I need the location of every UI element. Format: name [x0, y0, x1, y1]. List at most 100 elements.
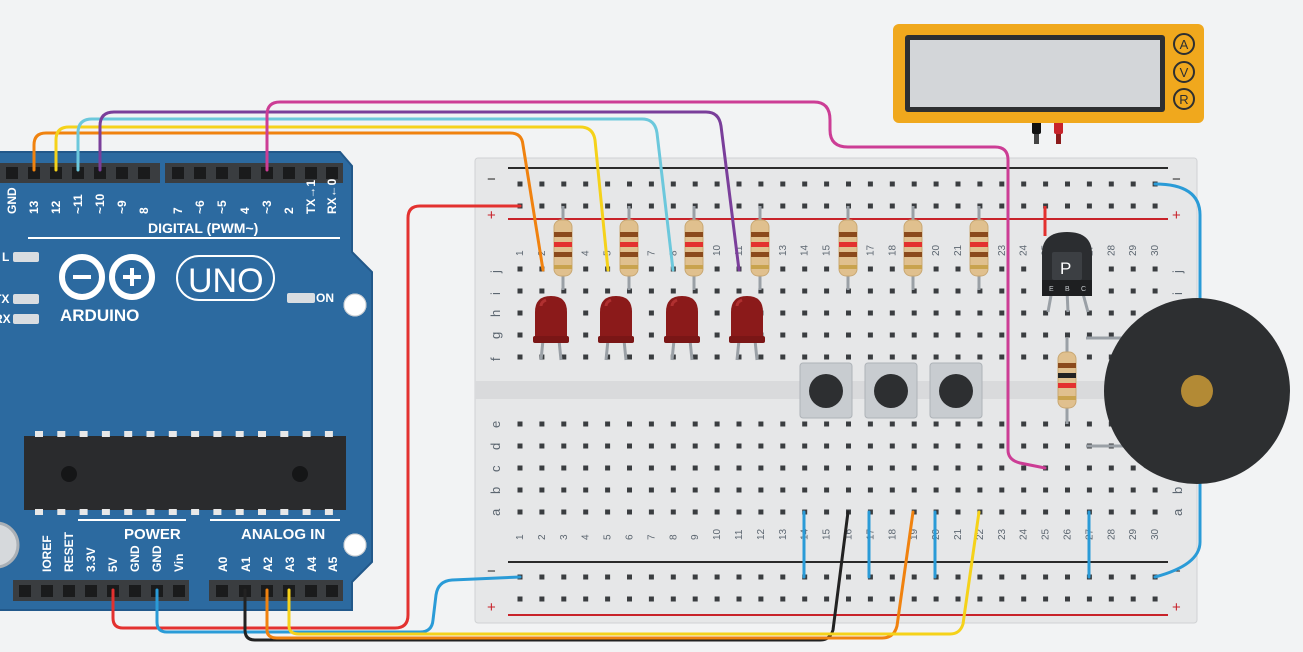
- digital-pin-hole[interactable]: [305, 167, 317, 179]
- breadboard-hole[interactable]: [867, 288, 873, 294]
- breadboard-hole[interactable]: [539, 465, 545, 471]
- rail-hole[interactable]: [670, 181, 676, 187]
- breadboard-hole[interactable]: [933, 332, 939, 338]
- breadboard-hole[interactable]: [561, 421, 567, 427]
- breadboard-hole[interactable]: [1021, 509, 1027, 515]
- digital-pin-hole[interactable]: [239, 167, 251, 179]
- breadboard-hole[interactable]: [846, 421, 851, 427]
- breadboard-hole[interactable]: [1152, 266, 1158, 272]
- breadboard-hole[interactable]: [692, 443, 698, 449]
- breadboard-hole[interactable]: [999, 332, 1005, 338]
- breadboard-hole[interactable]: [670, 288, 676, 294]
- breadboard-hole[interactable]: [933, 487, 939, 493]
- digital-pin-hole[interactable]: [50, 167, 62, 179]
- breadboard-hole[interactable]: [648, 288, 654, 294]
- breadboard-hole[interactable]: [977, 487, 983, 493]
- breadboard-hole[interactable]: [1086, 354, 1092, 360]
- breadboard-hole[interactable]: [1108, 332, 1114, 338]
- breadboard-hole[interactable]: [780, 509, 786, 515]
- rail-hole[interactable]: [605, 596, 611, 602]
- breadboard-hole[interactable]: [824, 310, 830, 316]
- breadboard-hole[interactable]: [648, 332, 654, 338]
- rail-hole[interactable]: [1043, 181, 1049, 187]
- rail-hole[interactable]: [736, 574, 742, 580]
- breadboard-hole[interactable]: [1021, 288, 1027, 294]
- rail-hole[interactable]: [955, 574, 961, 580]
- resistor[interactable]: [684, 206, 704, 290]
- breadboard-hole[interactable]: [714, 288, 720, 294]
- breadboard-hole[interactable]: [1065, 487, 1070, 493]
- breadboard-hole[interactable]: [867, 310, 873, 316]
- wire-pin12-yellow[interactable]: [54, 125, 610, 272]
- rail-hole[interactable]: [933, 596, 939, 602]
- red-led[interactable]: [664, 296, 700, 361]
- breadboard-hole[interactable]: [758, 509, 764, 515]
- rail-hole[interactable]: [1065, 574, 1070, 580]
- breadboard-hole[interactable]: [583, 310, 589, 316]
- breadboard-hole[interactable]: [824, 354, 830, 360]
- breadboard-hole[interactable]: [780, 354, 786, 360]
- rail-hole[interactable]: [867, 181, 873, 187]
- breadboard-hole[interactable]: [714, 443, 720, 449]
- rail-hole[interactable]: [1152, 203, 1158, 209]
- breadboard-hole[interactable]: [539, 509, 545, 515]
- rail-hole[interactable]: [670, 203, 676, 209]
- digital-pin-hole[interactable]: [326, 167, 338, 179]
- breadboard-hole[interactable]: [955, 332, 961, 338]
- breadboard-hole[interactable]: [605, 288, 611, 294]
- rail-hole[interactable]: [736, 181, 742, 187]
- breadboard-hole[interactable]: [1130, 465, 1136, 471]
- breadboard-hole[interactable]: [605, 487, 611, 493]
- rail-hole[interactable]: [846, 574, 851, 580]
- breadboard-hole[interactable]: [648, 487, 654, 493]
- multimeter-mode-button[interactable]: R: [1173, 88, 1195, 110]
- breadboard-hole[interactable]: [911, 310, 917, 316]
- breadboard-hole[interactable]: [911, 332, 917, 338]
- breadboard-hole[interactable]: [648, 443, 654, 449]
- breadboard-hole[interactable]: [1065, 465, 1070, 471]
- breadboard-hole[interactable]: [1152, 509, 1158, 515]
- breadboard-hole[interactable]: [605, 421, 611, 427]
- breadboard-hole[interactable]: [955, 443, 961, 449]
- rail-hole[interactable]: [692, 181, 698, 187]
- multimeter-mode-button[interactable]: A: [1173, 33, 1195, 55]
- breadboard-hole[interactable]: [583, 465, 589, 471]
- breadboard-hole[interactable]: [846, 487, 851, 493]
- breadboard-hole[interactable]: [714, 310, 720, 316]
- rail-hole[interactable]: [648, 596, 654, 602]
- header-pin-hole[interactable]: [305, 585, 317, 597]
- rail-hole[interactable]: [1108, 596, 1114, 602]
- breadboard-hole[interactable]: [933, 421, 939, 427]
- breadboard-hole[interactable]: [889, 332, 895, 338]
- breadboard-hole[interactable]: [758, 487, 764, 493]
- rail-hole[interactable]: [824, 596, 830, 602]
- breadboard-hole[interactable]: [758, 443, 764, 449]
- breadboard-hole[interactable]: [889, 465, 895, 471]
- breadboard-hole[interactable]: [889, 487, 895, 493]
- wire-5v-red[interactable]: [111, 204, 522, 630]
- breadboard-hole[interactable]: [583, 332, 589, 338]
- rail-hole[interactable]: [933, 181, 939, 187]
- breadboard-hole[interactable]: [780, 465, 786, 471]
- breadboard-hole[interactable]: [780, 266, 786, 272]
- resistor[interactable]: [838, 206, 858, 290]
- rail-hole[interactable]: [780, 203, 786, 209]
- breadboard-hole[interactable]: [605, 465, 611, 471]
- header-pin-hole[interactable]: [19, 585, 31, 597]
- header-pin-hole[interactable]: [173, 585, 185, 597]
- rail-hole[interactable]: [627, 596, 632, 602]
- breadboard-hole[interactable]: [648, 509, 654, 515]
- breadboard-hole[interactable]: [780, 443, 786, 449]
- breadboard-hole[interactable]: [517, 288, 523, 294]
- breadboard-hole[interactable]: [627, 465, 632, 471]
- breadboard-hole[interactable]: [889, 509, 895, 515]
- breadboard-hole[interactable]: [627, 288, 632, 294]
- breadboard-hole[interactable]: [999, 509, 1005, 515]
- digital-pin-hole[interactable]: [172, 167, 184, 179]
- breadboard-hole[interactable]: [648, 465, 654, 471]
- rail-hole[interactable]: [561, 596, 567, 602]
- rail-hole[interactable]: [933, 203, 939, 209]
- breadboard-hole[interactable]: [999, 443, 1005, 449]
- breadboard-hole[interactable]: [583, 487, 589, 493]
- breadboard-hole[interactable]: [889, 288, 895, 294]
